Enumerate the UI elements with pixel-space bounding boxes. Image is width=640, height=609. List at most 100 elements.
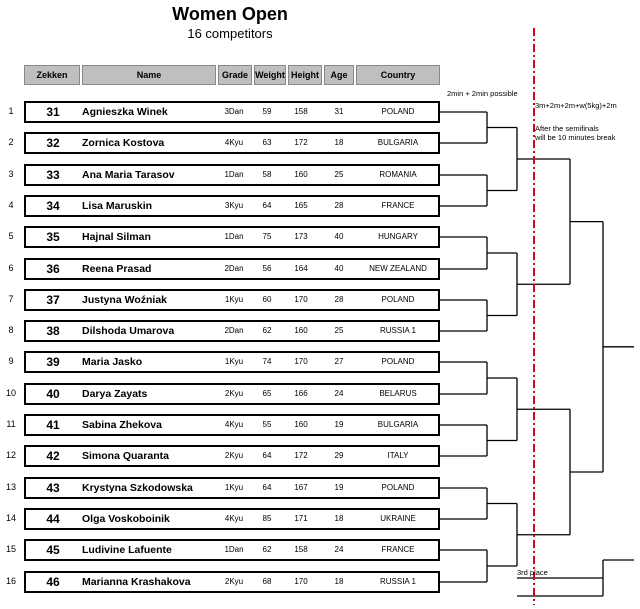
competitor-age: 18 [334,577,344,586]
competitor-grade: 1Dan [224,232,244,241]
competitor-grade: 3Kyu [224,201,244,210]
row-number: 5 [8,231,14,241]
competitor-weight: 62 [262,545,272,554]
page-title: Women Open [172,4,288,24]
competitor-name: Ludivine Lafuente [82,544,172,556]
competitor-zekken: 44 [46,512,60,526]
header-name: Name [82,65,216,85]
second-round-time-note: 3m+2m+2m+w(5kg)+2m [535,101,617,110]
competitor-grade: 4Kyu [224,420,244,429]
competitor-weight: 64 [262,483,272,492]
competitor-country: RUSSIA 1 [379,577,416,586]
competitor-weight: 60 [262,295,272,304]
competitor-grade: 1Kyu [224,483,244,492]
competitor-grade: 1Dan [224,170,244,179]
first-round-time-note: 2min + 2min possible [447,89,518,98]
competitor-zekken: 37 [46,293,60,307]
competitor-age: 24 [334,389,344,398]
competitor-height: 167 [294,483,308,492]
competitor-zekken: 35 [46,230,60,244]
competitor-country: RUSSIA 1 [379,326,416,335]
competitor-name: Sabina Zhekova [82,419,162,431]
competitor-country: ROMANIA [379,170,417,179]
competitor-name: Simona Quaranta [82,450,169,462]
competitor-age: 18 [334,138,344,147]
competitor-age: 25 [334,170,344,179]
competitor-height: 164 [294,264,308,273]
row-number: 2 [8,137,14,147]
header-grade: Grade [218,65,252,85]
break-note-line2: will be 10 minutes break [535,133,616,142]
competitor-name: Marianna Krashakova [82,576,191,588]
competitor-height: 160 [294,170,308,179]
competitor-name: Krystyna Szkodowska [82,482,193,494]
competitor-zekken: 39 [46,355,60,369]
competitor-weight: 56 [262,264,272,273]
competitor-age: 40 [334,232,344,241]
row-number: 12 [5,450,16,460]
competitor-height: 158 [294,107,308,116]
competitor-height: 165 [294,201,308,210]
competitor-height: 160 [294,420,308,429]
competitor-zekken: 45 [46,543,60,557]
competitor-grade: 2Dan [224,264,244,273]
competitor-country: BULGARIA [377,138,419,147]
competitor-zekken: 36 [46,262,60,276]
competitor-country: NEW ZEALAND [369,264,427,273]
competitor-weight: 74 [262,357,272,366]
competitor-zekken: 31 [46,105,60,119]
competitor-name: Reena Prasad [82,263,152,275]
competitor-weight: 65 [262,389,272,398]
competitor-country: POLAND [381,107,415,116]
competitor-weight: 62 [262,326,272,335]
competitor-grade: 4Kyu [224,514,244,523]
row-number: 14 [5,513,16,523]
competitor-name: Ana Maria Tarasov [82,169,175,181]
competitor-name: Olga Voskoboinik [82,513,170,525]
competitor-name: Hajnal Silman [82,231,151,243]
competitor-age: 40 [334,264,344,273]
page-subtitle: 16 competitors [187,26,273,41]
competitor-zekken: 43 [46,481,60,495]
competitor-height: 170 [294,295,308,304]
competitor-country: POLAND [381,295,415,304]
competitor-age: 24 [334,545,344,554]
competitor-country: POLAND [381,357,415,366]
competitor-height: 172 [294,451,308,460]
competitor-grade: 1Dan [224,545,244,554]
competitor-height: 170 [294,577,308,586]
competitor-country: ITALY [387,451,409,460]
competitor-grade: 2Kyu [224,577,244,586]
competitor-name: Justyna Woźniak [82,294,167,306]
competitor-grade: 2Dan [224,326,244,335]
competitor-age: 29 [334,451,344,460]
row-number: 1 [8,106,14,116]
competitor-row: 36 Reena Prasad 2Dan 56 164 40 NEW ZEALAND [24,258,440,280]
competitor-age: 28 [334,201,344,210]
break-note-line1: After the semifinals [535,124,599,133]
competitor-name: Dilshoda Umarova [82,325,175,337]
competitor-name: Darya Zayats [82,388,148,400]
competitor-grade: 4Kyu [224,138,244,147]
competitor-zekken: 42 [46,449,60,463]
competitor-grade: 3Dan [224,107,244,116]
competitor-height: 172 [294,138,308,147]
third-place-label: 3rd place [517,568,548,577]
competitor-name: Maria Jasko [82,356,143,368]
competitor-age: 18 [334,514,344,523]
row-number: 7 [8,294,14,304]
competitor-country: HUNGARY [378,232,418,241]
row-number: 10 [5,388,16,398]
